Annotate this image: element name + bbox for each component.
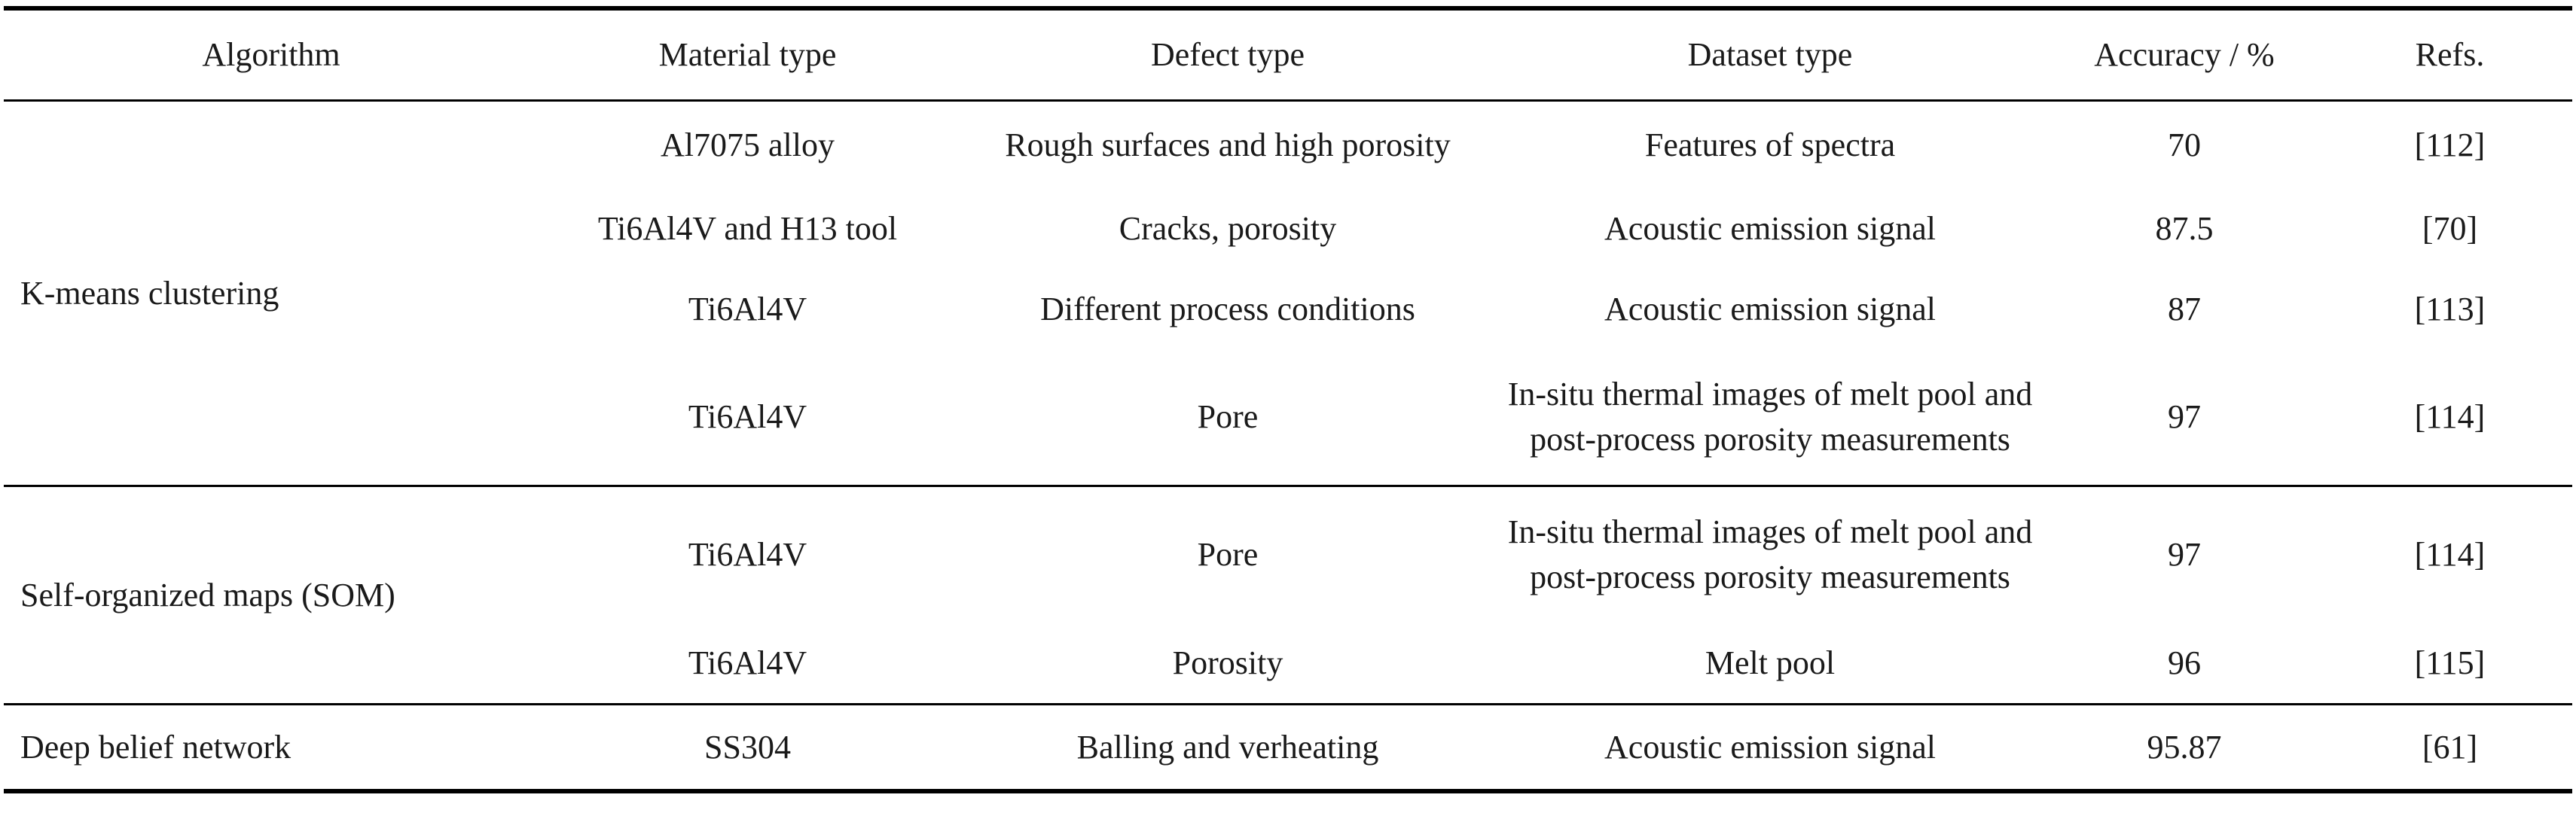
header-material-type: Material type (539, 6, 957, 102)
defect-cell: Pore (957, 349, 1499, 487)
defect-cell: Different process conditions (1040, 290, 1415, 327)
ref-cell: [114] (2414, 536, 2486, 573)
ref-cell: [115] (2327, 623, 2572, 705)
header-defect-type: Defect type (957, 6, 1499, 102)
accuracy-cell: 95.87 (2041, 704, 2327, 793)
ref-cell: [70] (2422, 209, 2478, 247)
material-cell: Al7075 alloy (661, 126, 835, 163)
dataset-cell: Acoustic emission signal (1499, 704, 2041, 793)
header-accuracy: Accuracy / % (2041, 6, 2327, 102)
dataset-cell: In-situ thermal images of melt pool and … (1499, 349, 2041, 487)
table-row: Ti6Al4V Pore In-situ thermal images of m… (4, 349, 2572, 487)
accuracy-cell: 97 (2041, 349, 2327, 487)
header-refs: Refs. (2327, 6, 2572, 102)
ref-cell: [113] (2414, 290, 2486, 327)
table-row: Deep belief network SS304 Balling and ve… (4, 704, 2572, 793)
algorithm-cell: Self-organized maps (SOM) (4, 486, 539, 705)
results-table-container: Algorithm Material type Defect type Data… (4, 6, 2572, 793)
table-row: Ti6Al4V Porosity Melt pool 96 [115] (4, 623, 2572, 705)
dataset-cell: In-situ thermal images of melt pool and … (1507, 513, 2033, 595)
accuracy-cell: 70 (2168, 126, 2201, 163)
header-algorithm: Algorithm (4, 6, 539, 102)
defect-cell: Cracks, porosity (1119, 209, 1337, 247)
algorithm-comparison-table: Algorithm Material type Defect type Data… (4, 6, 2572, 793)
table-row: Ti6Al4V and H13 tool Cracks, porosity Ac… (4, 188, 2572, 269)
table-row: K-means clustering Al7075 alloy Rough su… (4, 100, 2572, 487)
dataset-cell: Acoustic emission signal (1604, 209, 1936, 247)
table-row: Ti6Al4V Different process conditions Aco… (4, 269, 2572, 349)
material-cell: Ti6Al4V and H13 tool (597, 209, 898, 247)
accuracy-cell: 87.5 (2155, 209, 2214, 247)
defect-cell: Rough surfaces and high porosity (1005, 126, 1451, 163)
accuracy-cell: 96 (2041, 623, 2327, 705)
ref-cell: [114] (2327, 349, 2572, 487)
material-cell: SS304 (539, 704, 957, 793)
defect-cell: Porosity (957, 623, 1499, 705)
header-dataset-type: Dataset type (1499, 6, 2041, 102)
defect-cell: Balling and verheating (957, 704, 1499, 793)
ref-cell: [61] (2327, 704, 2572, 793)
accuracy-cell: 87 (2168, 290, 2201, 327)
material-cell: Ti6Al4V (688, 290, 807, 327)
table-row: Self-organized maps (SOM) Ti6Al4V Pore I… (4, 486, 2572, 705)
dataset-cell: Melt pool (1499, 623, 2041, 705)
material-cell: Ti6Al4V (539, 623, 957, 705)
accuracy-cell: 97 (2168, 536, 2201, 573)
defect-cell: Pore (1197, 536, 1259, 573)
dataset-cell: Acoustic emission signal (1604, 290, 1936, 327)
algorithm-cell: K-means clustering (4, 100, 539, 487)
header-row: Algorithm Material type Defect type Data… (4, 6, 2572, 102)
material-cell: Ti6Al4V (688, 536, 807, 573)
ref-cell: [112] (2414, 126, 2486, 163)
material-cell: Ti6Al4V (539, 349, 957, 487)
algorithm-cell: Deep belief network (4, 704, 539, 793)
dataset-cell: Features of spectra (1644, 126, 1896, 163)
